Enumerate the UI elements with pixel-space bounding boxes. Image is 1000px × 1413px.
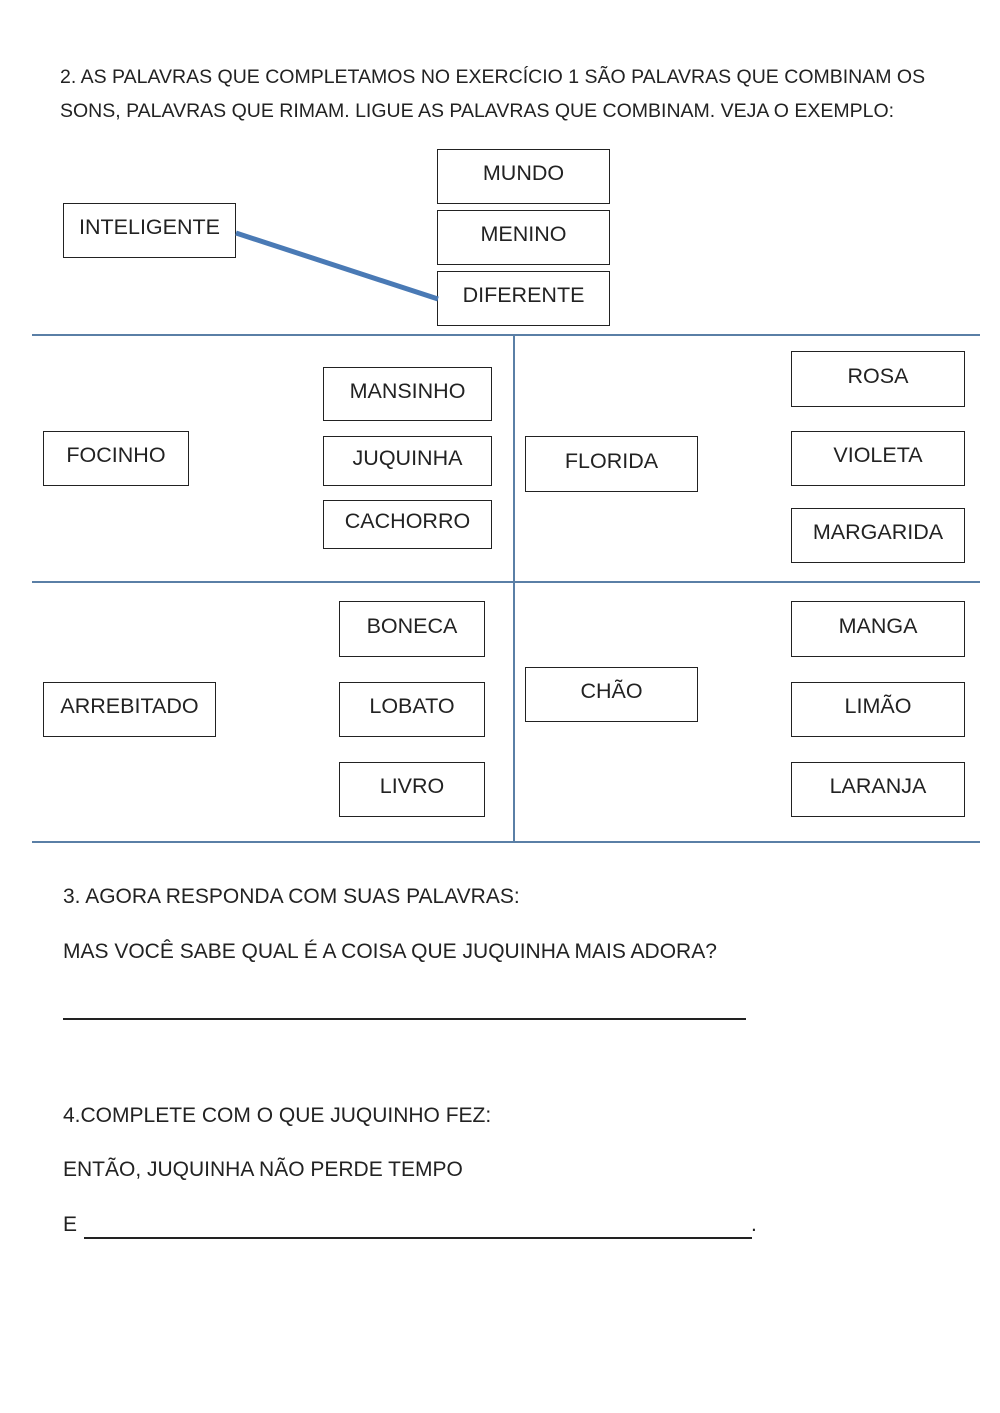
- match-option-box[interactable]: JUQUINHA: [323, 436, 492, 486]
- exercise-4-title: 4.COMPLETE COM O QUE JUQUINHO FEZ:: [63, 1104, 492, 1127]
- example-connector-line: [235, 230, 439, 302]
- exercise-4-prefix: E: [63, 1213, 78, 1236]
- grid-line-bottom: [32, 841, 980, 843]
- match-option-box[interactable]: LOBATO: [339, 682, 485, 737]
- exercise-4-sentence: ENTÃO, JUQUINHA NÃO PERDE TEMPO: [63, 1158, 463, 1181]
- example-connector-line-path: [235, 230, 439, 302]
- match-option-box[interactable]: BONECA: [339, 601, 485, 657]
- match-option-box[interactable]: ROSA: [791, 351, 965, 407]
- match-word-box[interactable]: FOCINHO: [43, 431, 189, 486]
- grid-line-top: [32, 334, 980, 336]
- exercise-4-suffix: .: [751, 1213, 757, 1236]
- match-option-box[interactable]: MANSINHO: [323, 367, 492, 421]
- match-word-box[interactable]: FLORIDA: [525, 436, 698, 492]
- match-option-box[interactable]: LIVRO: [339, 762, 485, 817]
- match-option-box[interactable]: LARANJA: [791, 762, 965, 817]
- match-word-box[interactable]: ARREBITADO: [43, 682, 216, 737]
- example-option-box[interactable]: MENINO: [437, 210, 610, 265]
- match-option-box[interactable]: CACHORRO: [323, 500, 492, 549]
- exercise-3-question: MAS VOCÊ SABE QUAL É A COISA QUE JUQUINH…: [63, 940, 717, 963]
- grid-line-middle: [32, 581, 980, 583]
- example-option-box[interactable]: DIFERENTE: [437, 271, 610, 326]
- match-option-box[interactable]: MANGA: [791, 601, 965, 657]
- match-option-box[interactable]: LIMÃO: [791, 682, 965, 737]
- match-option-box[interactable]: MARGARIDA: [791, 508, 965, 563]
- example-word-box[interactable]: INTELIGENTE: [63, 203, 236, 258]
- exercise-3-answer-line[interactable]: [63, 1018, 746, 1020]
- match-word-box[interactable]: CHÃO: [525, 667, 698, 722]
- exercise-2-instructions: 2. AS PALAVRAS QUE COMPLETAMOS NO EXERCÍ…: [60, 66, 926, 122]
- exercise-4-answer-line[interactable]: [84, 1237, 752, 1239]
- match-option-box[interactable]: VIOLETA: [791, 431, 965, 486]
- grid-line-vertical: [513, 335, 515, 842]
- example-option-box[interactable]: MUNDO: [437, 149, 610, 204]
- exercise-3-title: 3. AGORA RESPONDA COM SUAS PALAVRAS:: [63, 885, 520, 908]
